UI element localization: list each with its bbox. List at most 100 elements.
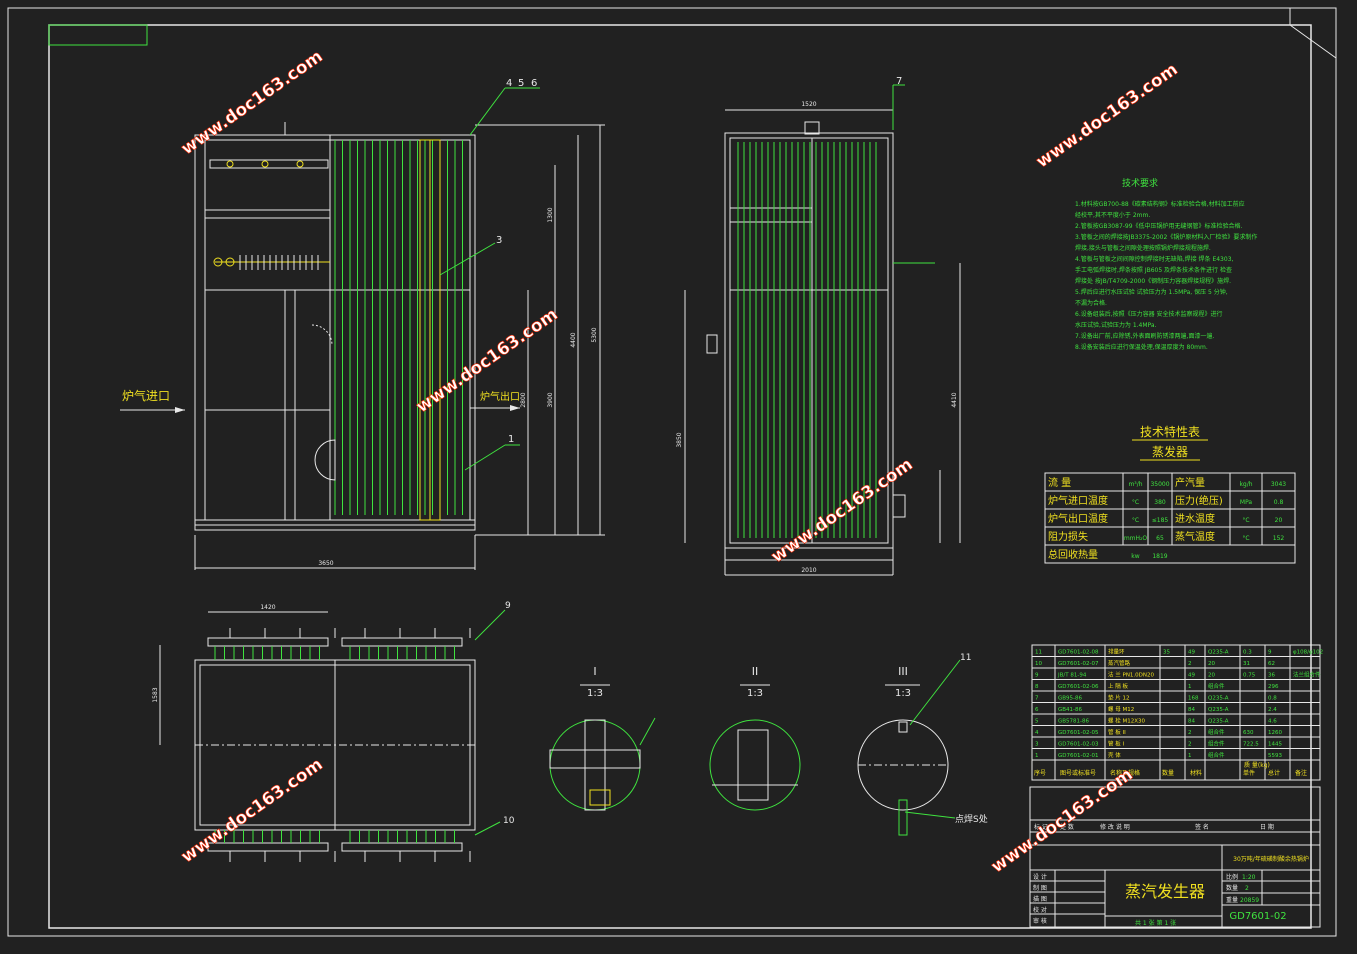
- spec-table-subtitle: 蒸发器: [1152, 444, 1188, 459]
- title-block-name: 蒸汽发生器: [1125, 882, 1205, 901]
- signature-row-label: 描 图: [1033, 895, 1047, 903]
- bom-cell: 法兰组合件: [1293, 671, 1321, 679]
- change-row-label: 修 改 说 明: [1100, 823, 1130, 831]
- balloon-4: 4: [506, 78, 512, 89]
- change-row-label: 标 记: [1034, 823, 1048, 831]
- bom-cell: 法 兰 PN1.0DN20: [1108, 671, 1155, 679]
- signature-row-label: 审 核: [1033, 917, 1047, 925]
- bom-cell: 3: [1035, 742, 1039, 748]
- dim-front-height-c: 2800: [520, 392, 527, 407]
- bom-cell: 垫 片 12: [1108, 694, 1130, 702]
- title-block-sheet: 共 1 张 第 1 张: [1135, 919, 1176, 927]
- watermark-text: www.doc163.com: [1033, 60, 1182, 173]
- balloon-3: 3: [496, 235, 502, 246]
- bom-cell: 管 板 I: [1108, 740, 1124, 748]
- section-3-scale: 1:3: [895, 688, 911, 699]
- plan-view: [159, 609, 506, 862]
- bom-cell: 20: [1208, 673, 1215, 679]
- spec-cell: 产汽量: [1175, 476, 1205, 489]
- bom-cell: 722.5: [1243, 742, 1259, 748]
- spec-cell: 20: [1275, 517, 1283, 524]
- tech-requirement-line: 焊接,接头与管板之间隙处理按照锅炉焊接规程施焊.: [1075, 244, 1211, 252]
- bom-cell: 49: [1188, 673, 1195, 679]
- tech-requirement-line: 5.焊后应进行水压试验 试验压力为 1.5MPa, 保压 5 分钟,: [1075, 288, 1228, 296]
- spec-cell: 380: [1154, 499, 1166, 506]
- bom-cell: 7: [1035, 696, 1039, 702]
- bom-cell: 4: [1035, 730, 1039, 736]
- bom-cell: 49: [1188, 650, 1195, 656]
- spec-cell: kg/h: [1239, 481, 1252, 488]
- bom-cell: 组合件: [1208, 751, 1225, 759]
- spec-cell: 蒸气温度: [1175, 530, 1215, 543]
- bom-header-cell: 名称及规格: [1110, 769, 1140, 777]
- dim-plan-width: 1420: [260, 604, 275, 611]
- section-1-scale: 1:3: [587, 688, 603, 699]
- dim-plan-side: 1583: [152, 687, 159, 702]
- spec-cell: °C: [1132, 517, 1139, 524]
- bom-cell: 壳 体: [1108, 751, 1121, 759]
- bom-cell: 0.3: [1243, 650, 1252, 656]
- bom-cell: 168: [1188, 696, 1199, 702]
- signature-row-label: 制 图: [1033, 884, 1047, 892]
- corner-box: [48, 24, 148, 46]
- spec-cell: 进水温度: [1175, 512, 1215, 525]
- balloon-5: 5: [518, 78, 524, 89]
- spec-cell: 65: [1156, 535, 1164, 542]
- spec-cell: 炉气出口温度: [1048, 512, 1108, 525]
- bom-cell: 36: [1268, 673, 1275, 679]
- tech-requirement-line: 7.设备出厂前,应除锈,外表面刷防锈漆两遍,面漆一遍.: [1075, 332, 1214, 340]
- title-block-scale: 1:20: [1242, 874, 1256, 881]
- bom-cell: JB/T 81-94: [1057, 673, 1087, 679]
- bom-cell: 9: [1035, 673, 1039, 679]
- bom-header-cell: 数量: [1162, 769, 1174, 777]
- balloon-10: 10: [503, 816, 515, 826]
- balloon-1: 1: [508, 434, 514, 445]
- dim-side-width: 2010: [801, 567, 816, 574]
- title-block-scale-label: 比例: [1226, 873, 1238, 881]
- spec-cell: m³/h: [1128, 481, 1142, 488]
- balloon-6: 6: [531, 78, 537, 89]
- tech-requirement-line: 4.管板与管板之间间隙控制焊接时无缺陷,焊接 焊条 E4303,: [1075, 255, 1234, 263]
- bom-cell: 84: [1188, 707, 1195, 713]
- bom-cell: 组合件: [1208, 682, 1225, 690]
- signature-row-label: 校 对: [1033, 906, 1047, 914]
- dim-side-height-b: 3850: [676, 432, 683, 447]
- watermark-text: www.doc163.com: [178, 47, 327, 160]
- tech-requirement-line: 焊接处 按JB/T4709-2000《钢制压力容器焊接规程》施焊.: [1075, 277, 1231, 285]
- tech-requirement-line: 8.设备安装后应进行保温处理,保温厚度为 80mm.: [1075, 343, 1208, 351]
- tech-requirement-line: 水压试验,试验压力为 1.4MPa.: [1075, 321, 1157, 329]
- spec-cell: mmH₂O: [1124, 535, 1148, 542]
- title-block-qty: 2: [1245, 885, 1249, 892]
- tech-requirement-line: 3.管板之间的焊接按JB3375-2002《锅炉原材料入厂检验》要求制作: [1075, 233, 1257, 241]
- bom-cell: 62: [1268, 661, 1275, 667]
- bom-cell: 1260: [1268, 730, 1282, 736]
- bom-cell: GD7601-02-06: [1058, 684, 1099, 690]
- spec-table-frame: [1044, 472, 1296, 564]
- title-block-change-row: 标 记处 数修 改 说 明签 名日 期: [1034, 823, 1274, 831]
- dim-side-top: 1520: [801, 101, 816, 108]
- watermark-text: www.doc163.com: [768, 455, 917, 568]
- bom-cell: 螺 母 M12: [1108, 705, 1134, 713]
- tech-requirement-line: 手工电弧焊接时,焊条按照 JB605 及焊条技术条件进行 检查: [1075, 266, 1232, 274]
- tech-requirements-title: 技术要求: [1122, 177, 1158, 189]
- bom-cell: 0.8: [1268, 696, 1277, 702]
- tech-requirements-list: 1.材料按GB700-88《碳素结构钢》标准检验合格,材料加工前应 经校平,其不…: [1075, 200, 1257, 351]
- bom-header-cell: 材料: [1190, 769, 1202, 777]
- spec-cell: 3043: [1271, 481, 1286, 488]
- dim-front-height-b: 3900: [547, 392, 554, 407]
- bom-cell: 0.75: [1243, 673, 1256, 679]
- title-block-weight: 20859: [1240, 897, 1259, 904]
- title-block-project: 30万吨/年硫磺制酸余热锅炉: [1233, 855, 1309, 863]
- bom-cell: 1: [1188, 753, 1192, 759]
- bom-cell: GD7601-02-03: [1058, 742, 1099, 748]
- bom-header-cell: 备注: [1295, 769, 1307, 777]
- bom-cell: 2: [1188, 730, 1192, 736]
- tech-requirement-line: 经校平,其不平度小于 2mm.: [1075, 211, 1150, 219]
- section-2-scale: 1:3: [747, 688, 763, 699]
- spec-cell: 35000: [1150, 481, 1169, 488]
- spec-cell: kw: [1131, 553, 1139, 560]
- bom-cell: 35: [1163, 650, 1170, 656]
- watermark-text: www.doc163.com: [988, 765, 1137, 878]
- bom-cell: 1: [1035, 753, 1039, 759]
